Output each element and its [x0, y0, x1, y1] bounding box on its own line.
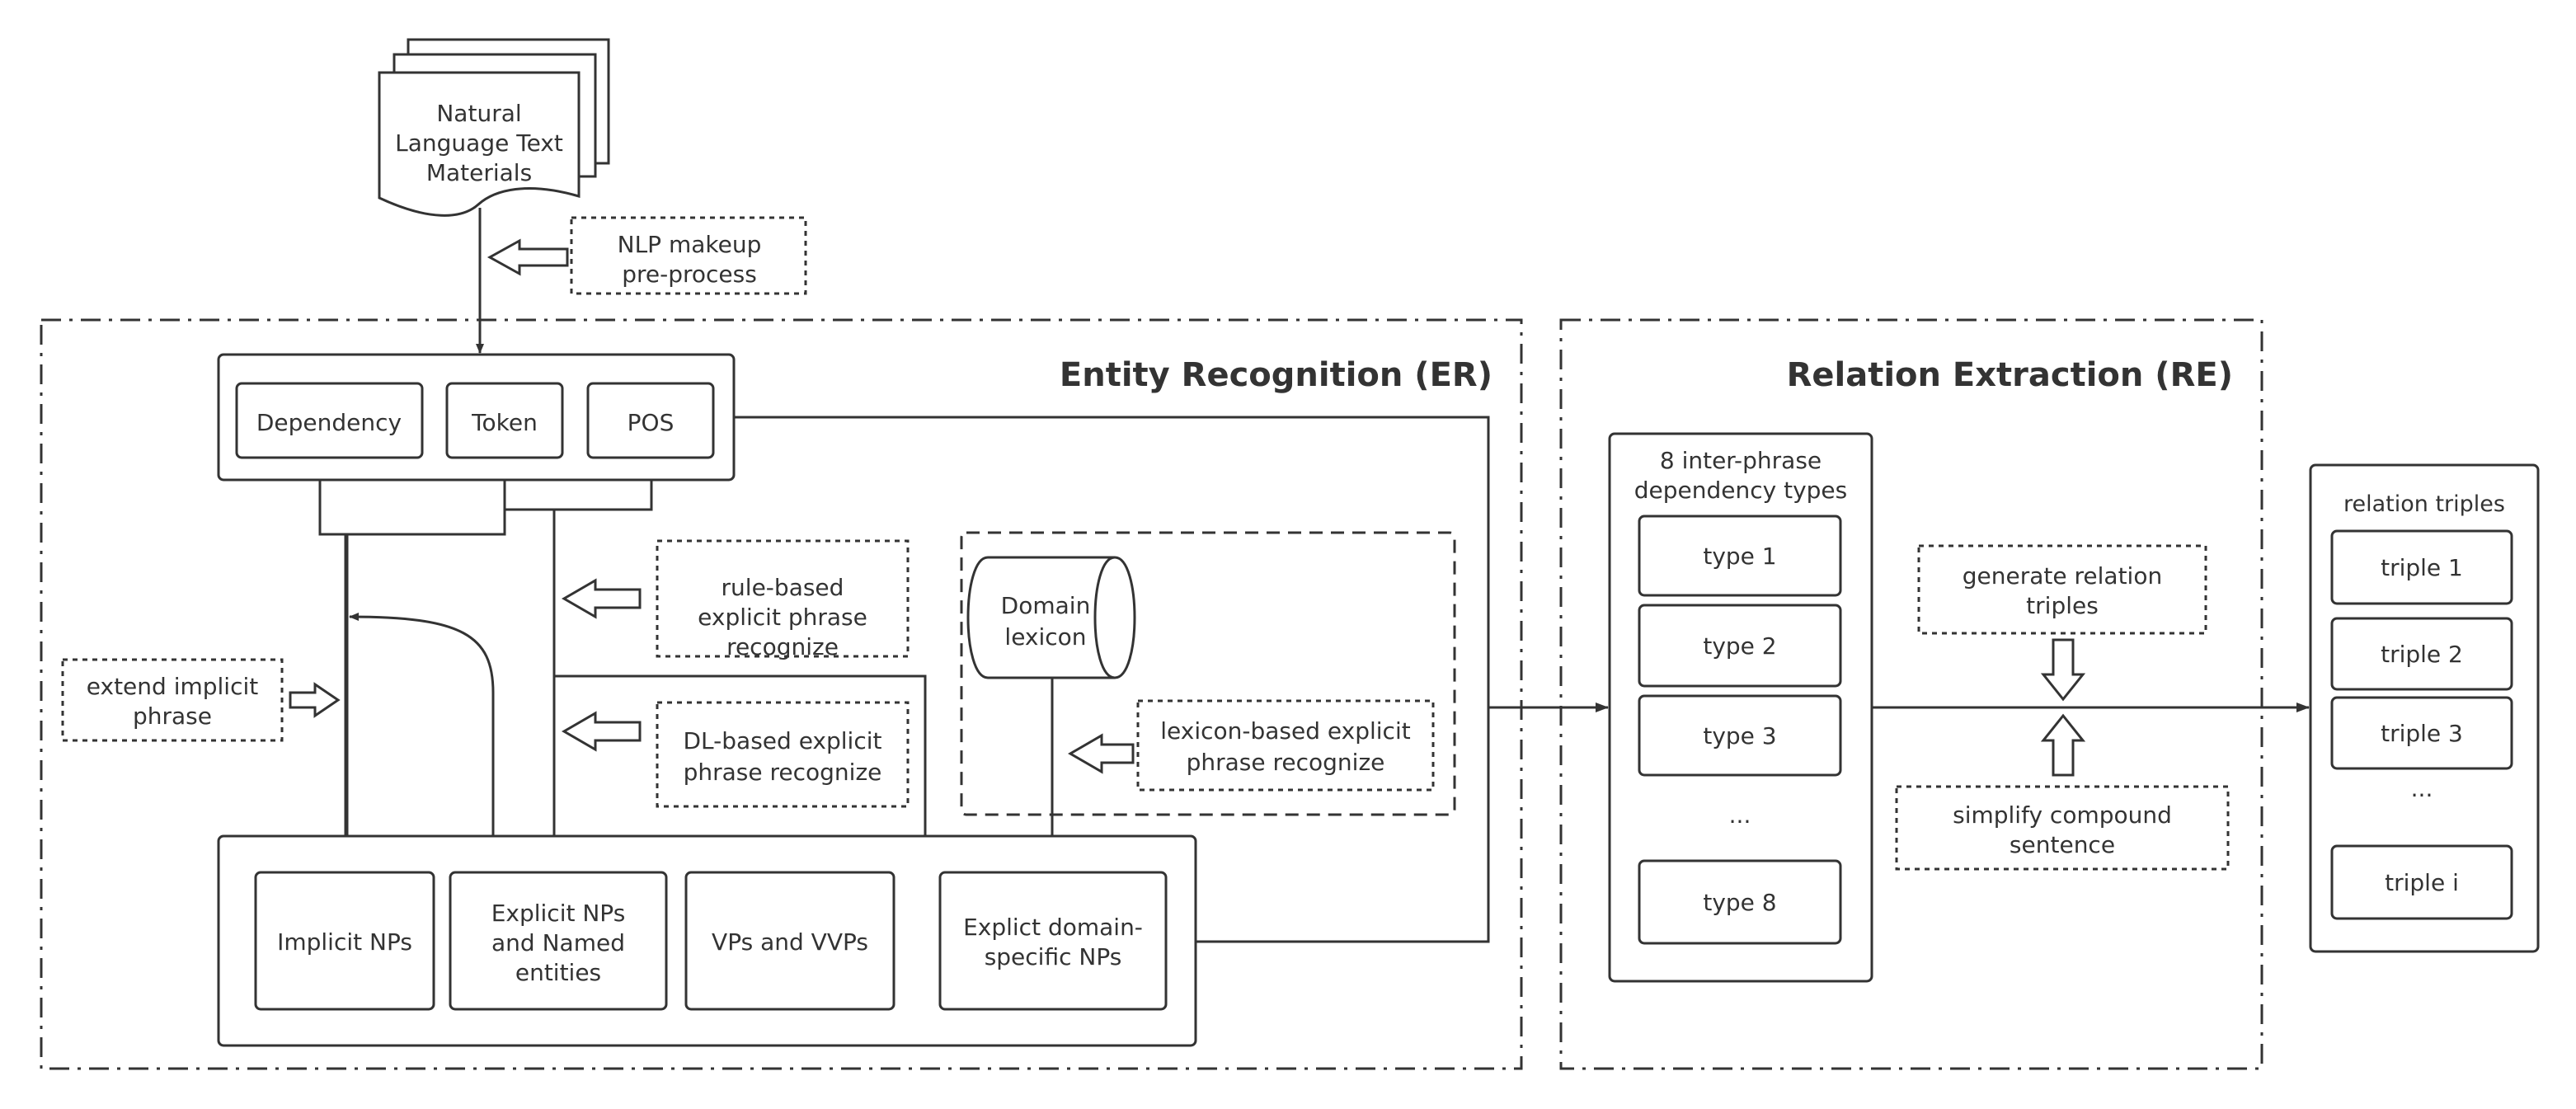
- er-title: Entity Recognition (ER): [1060, 356, 1492, 394]
- svg-text:phrase: phrase: [133, 703, 212, 730]
- svg-text:Dependency: Dependency: [256, 409, 402, 436]
- pre-item-pos: POS: [586, 382, 715, 459]
- output-explicit-nps: Explicit NPs and Named entities: [449, 871, 668, 1011]
- relation-triple: triple 2: [2330, 617, 2513, 691]
- svg-text:type 3: type 3: [1703, 722, 1776, 750]
- svg-text:Implicit NPs: Implicit NPs: [277, 928, 412, 956]
- relation-triple: triple i: [2330, 844, 2513, 920]
- dl-based-note: DL-based explicit phrase recognize: [656, 701, 910, 808]
- svg-text:phrase recognize: phrase recognize: [1187, 749, 1385, 776]
- svg-text:simplify compound: simplify compound: [1953, 801, 2172, 829]
- rule-based-note: rule-based explicit phrase recognize: [656, 539, 910, 660]
- svg-text:phrase recognize: phrase recognize: [684, 759, 882, 786]
- dependency-type: type 3: [1638, 694, 1842, 777]
- svg-text:type 8: type 8: [1703, 889, 1776, 916]
- re-title: Relation Extraction (RE): [1787, 356, 2233, 394]
- svg-text:triples: triples: [2026, 592, 2099, 619]
- output-implicit-nps: Implicit NPs: [254, 871, 435, 1011]
- hollow-arrow-icon: [562, 578, 642, 619]
- svg-text:rule-based: rule-based: [722, 574, 844, 601]
- dependency-type: type 8: [1638, 859, 1842, 945]
- output-vps: VPs and VVPs: [684, 871, 895, 1011]
- relation-triples-header: relation triples: [2343, 491, 2505, 517]
- relation-triple-ellipsis: ...: [2411, 775, 2433, 802]
- svg-text:triple 3: triple 3: [2381, 720, 2463, 747]
- svg-text:Explicit NPs: Explicit NPs: [491, 900, 626, 927]
- svg-text:triple 2: triple 2: [2381, 641, 2463, 668]
- dependency-type-ellipsis: ...: [1729, 801, 1751, 829]
- pre-item-token: Token: [445, 382, 564, 459]
- hollow-arrow-icon: [2040, 638, 2086, 702]
- svg-text:NLP makeup: NLP makeup: [618, 231, 762, 258]
- svg-text:sentence: sentence: [2010, 831, 2115, 858]
- svg-text:lexicon-based explicit: lexicon-based explicit: [1160, 717, 1410, 745]
- svg-text:Explict domain-: Explict domain-: [963, 914, 1143, 941]
- lexicon-based-note: lexicon-based explicit phrase recognize: [1136, 699, 1435, 792]
- svg-text:Language Text: Language Text: [395, 129, 563, 157]
- svg-text:type 1: type 1: [1703, 543, 1776, 570]
- relation-triple: triple 1: [2330, 529, 2513, 605]
- svg-text:VPs and VVPs: VPs and VVPs: [712, 928, 868, 956]
- hollow-arrow-icon: [1068, 733, 1135, 774]
- generate-triples-note: generate relation triples: [1917, 544, 2207, 635]
- source-document: Natural Language Text Materials: [378, 38, 610, 217]
- svg-text:and Named: and Named: [491, 929, 625, 956]
- svg-text:POS: POS: [628, 409, 675, 436]
- er-region: [40, 318, 1523, 1070]
- dependency-type: type 2: [1638, 604, 1842, 688]
- svg-text:specific NPs: specific NPs: [985, 943, 1122, 970]
- svg-text:triple i: triple i: [2385, 869, 2459, 896]
- relation-triple: triple 3: [2330, 696, 2513, 770]
- dependency-types-header: 8 inter-phrase: [1660, 447, 1822, 474]
- svg-text:recognize: recognize: [726, 633, 839, 660]
- svg-text:pre-process: pre-process: [622, 261, 757, 288]
- svg-text:explicit phrase: explicit phrase: [698, 604, 867, 631]
- simplify-sentence-note: simplify compound sentence: [1895, 785, 2230, 871]
- svg-text:extend implicit: extend implicit: [87, 673, 258, 700]
- svg-text:lexicon: lexicon: [1004, 623, 1086, 651]
- svg-text:Token: Token: [471, 409, 538, 436]
- nlp-preprocess-note: NLP makeup pre-process: [570, 216, 807, 295]
- extend-implicit-note: extend implicit phrase: [61, 658, 284, 742]
- svg-text:entities: entities: [515, 959, 601, 986]
- svg-text:Materials: Materials: [426, 159, 532, 186]
- svg-text:triple 1: triple 1: [2381, 554, 2463, 581]
- hollow-arrow-icon: [289, 682, 341, 718]
- hollow-arrow-icon: [562, 711, 642, 752]
- lexicon-region: [960, 531, 1456, 816]
- domain-lexicon-cylinder: Domain lexicon: [966, 556, 1136, 679]
- hollow-arrow-icon: [487, 238, 569, 276]
- svg-text:Natural: Natural: [436, 100, 521, 127]
- svg-text:Domain: Domain: [1001, 592, 1091, 619]
- output-domain-nps: Explict domain- specific NPs: [938, 871, 1168, 1011]
- pre-item-dependency: Dependency: [235, 382, 424, 459]
- dependency-types-header: dependency types: [1634, 477, 1848, 504]
- svg-text:generate relation: generate relation: [1963, 562, 2162, 590]
- dependency-type: type 1: [1638, 515, 1842, 597]
- re-region: [1559, 318, 2263, 1070]
- hollow-arrow-icon: [2040, 713, 2086, 777]
- svg-text:DL-based explicit: DL-based explicit: [684, 727, 882, 754]
- svg-text:type 2: type 2: [1703, 632, 1776, 660]
